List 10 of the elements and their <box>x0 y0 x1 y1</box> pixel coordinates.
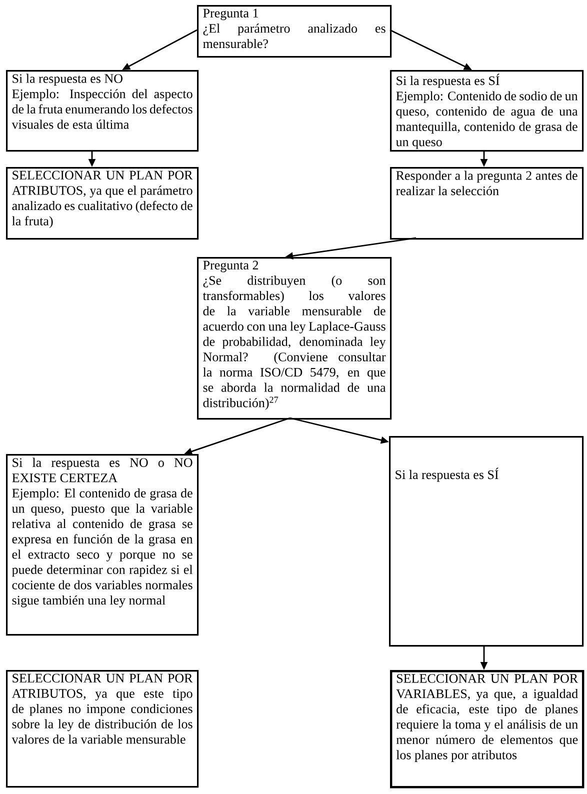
case-box: Si la respuesta es SÍ Ejemplo: Contenido de sodio de un queso, contenido de agua de una mantequilla, contenido de grasa de un queso <box>390 70 584 152</box>
action-box: Responder a la pregunta 2 antes de realizar la selección <box>390 166 584 240</box>
question-box: Pregunta 2 ¿Se distribuyen (o son transformables) los valores de la variable mensurable de acuerdo con una ley Laplace-Gauss de probabilidad, denominada ley Normal? (Conviene consultar la norma ISO/CD 5479, en que se aborda la normalidad de una distribución)$^{27}$ <box>197 257 392 420</box>
case-box: Si la respuesta es NO o NO EXISTE CERTEZA Ejemplo: El contenido de grasa de un queso, puesto que la variable relativa al contenido de grasa se expresa en función de la grasa en el extracto seco y porque no se puede determinar con rapidez si el cociente de dos variables normales sigue también una ley normal <box>6 454 199 636</box>
case-box: Si la respuesta es NO Ejemplo: Inspección del aspecto de la fruta enumerando los defectos visuales de esta última <box>6 70 199 152</box>
action-box: SELECCIONAR UN PLAN POR ATRIBUTOS, ya que este tipo de planes no impone condiciones sobre la ley de distribución de los valores de la variable mensurable <box>6 670 199 788</box>
case-box: Si la respuesta es SÍ <box>389 436 584 647</box>
action-box: SELECCIONAR UN PLAN POR ATRIBUTOS, ya que el parámetro analizado es cualitativo (defecto de la fruta) <box>6 166 199 240</box>
action-box: SELECCIONAR UN PLAN POR VARIABLES, ya que, a igualdad de eficacia, este tipo de planes requiere la toma y el análisis de un menor número de elementos que los planes por atributos <box>390 670 584 788</box>
question-box: Pregunta 1 ¿El parámetro analizado es mensurable? <box>197 5 392 58</box>
